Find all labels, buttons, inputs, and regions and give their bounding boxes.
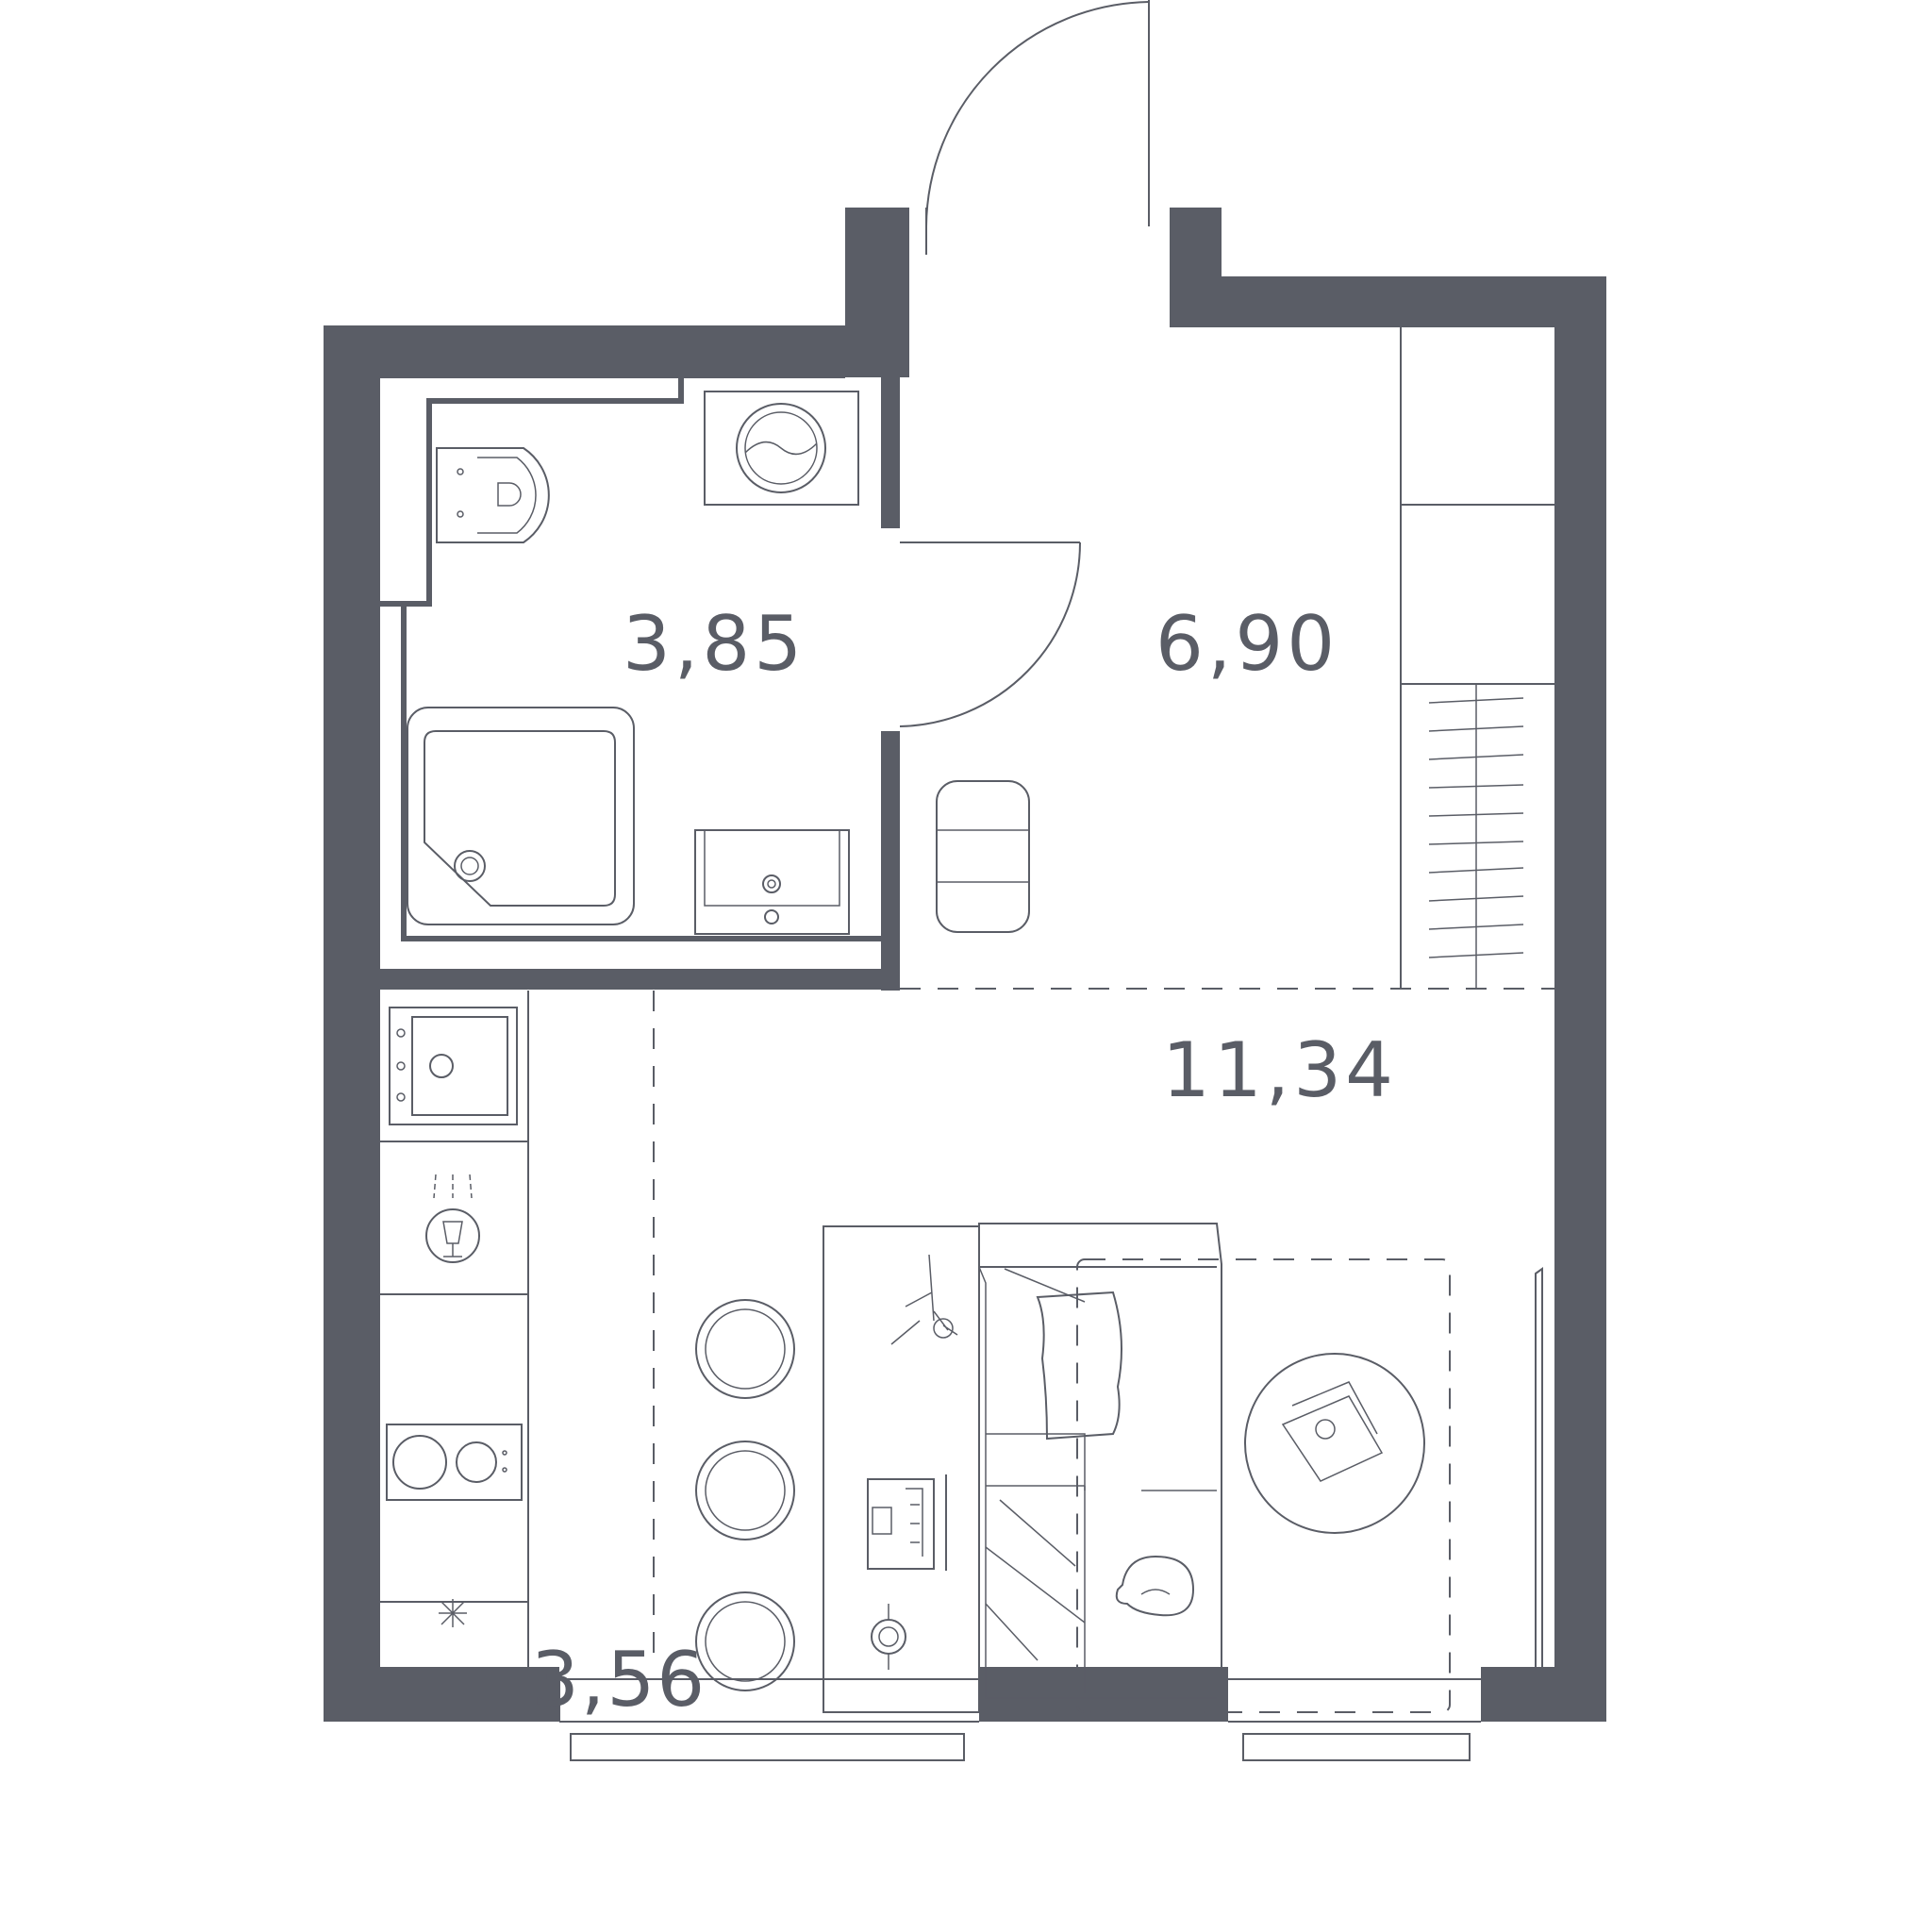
ottoman-icon: [936, 780, 1030, 933]
hallway-area-label: 6,90: [1155, 600, 1338, 688]
kitchen-area-label: 3,56: [531, 1636, 706, 1724]
laptop-icon: [867, 1474, 947, 1571]
living-room-area-label: 11,34: [1162, 1026, 1397, 1114]
cup-icon: [871, 1604, 906, 1670]
toilet-icon: [436, 447, 550, 543]
washbasin-icon: [694, 829, 850, 935]
walls: [324, 208, 1606, 1722]
kitchen-sink-icon: [389, 1007, 518, 1125]
kitchen-counter: [380, 991, 529, 1667]
fridge-icon: [439, 1599, 467, 1627]
bar-stool-icon: [695, 1591, 795, 1691]
rug-icon: [1076, 1258, 1451, 1713]
cat-icon: [1115, 1555, 1195, 1617]
cushion-icon: [1036, 1291, 1122, 1441]
bar-stool-icon: [695, 1299, 795, 1399]
bathroom-partition-lines: [380, 377, 881, 941]
tv-icon: [1535, 1267, 1543, 1700]
bar-stool-icon: [695, 1441, 795, 1541]
window-icon: [558, 1678, 979, 1723]
coffee-table-icon: [1244, 1353, 1425, 1534]
balcony-icon: [570, 1733, 1471, 1761]
window-icon: [1228, 1678, 1481, 1723]
sofa-icon: [978, 1223, 1222, 1713]
cooktop-icon: [386, 1424, 523, 1501]
dishwasher-icon: [425, 1174, 480, 1263]
shower-tray-icon: [407, 707, 635, 925]
wardrobe-icon: [1400, 327, 1554, 989]
entrance-door-swing-icon: [925, 0, 1150, 255]
desk-icon: [823, 1225, 980, 1713]
zone-separators: [653, 988, 1554, 1667]
bathroom-area-label: 3,85: [623, 600, 806, 688]
washing-machine-icon: [704, 391, 859, 506]
bathroom-door-swing-icon: [899, 541, 1081, 727]
